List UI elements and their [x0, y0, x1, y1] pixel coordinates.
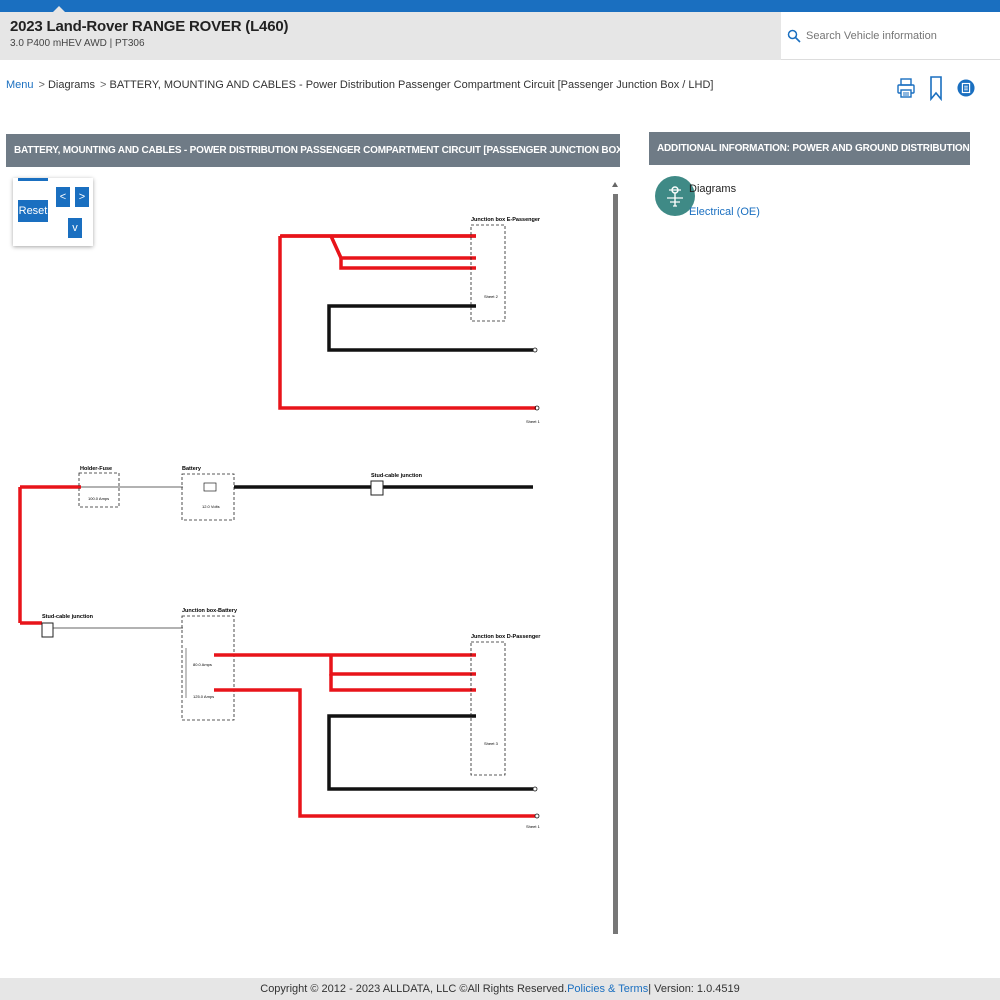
junction-box-battery: [181, 615, 235, 721]
stud-left-label: Stud-cable junction: [42, 614, 94, 620]
junction-box-d-label: Junction box D-Passenger: [471, 634, 541, 640]
connector-end: [534, 813, 540, 819]
battery-cell: [203, 482, 217, 492]
policies-terms-link[interactable]: Policies & Terms: [567, 983, 649, 995]
diagrams-info-item[interactable]: Diagrams Electrical (OE): [655, 176, 955, 218]
diagram-circle-icon: [655, 176, 695, 216]
stud-cable-junction-left[interactable]: [41, 622, 54, 638]
document-icon[interactable]: [957, 78, 975, 98]
diagram-viewport[interactable]: Junction box E-Passenger Sheet 2 Sheet 1…: [6, 178, 620, 934]
diagrams-title: Diagrams: [689, 183, 737, 195]
scroll-up-arrow[interactable]: [612, 182, 618, 187]
diagram-controls: Reset < > v: [13, 178, 93, 246]
vehicle-subtitle: 3.0 P400 mHEV AWD | PT306: [10, 38, 145, 49]
pan-left-button[interactable]: <: [56, 187, 70, 207]
stud-top-label: Stud-cable junction: [371, 473, 423, 479]
search-box[interactable]: [781, 12, 1000, 60]
battery-label: Battery: [182, 466, 202, 472]
top-accent-bar: [0, 0, 1000, 12]
vehicle-header: 2023 Land-Rover RANGE ROVER (L460) 3.0 P…: [0, 12, 781, 60]
breadcrumb-current: BATTERY, MOUNTING AND CABLES - Power Dis…: [109, 79, 714, 91]
scrollbar-thumb[interactable]: [613, 194, 618, 934]
junction-box-e-label: Junction box E-Passenger: [471, 217, 541, 223]
battery-box: [181, 473, 235, 521]
diagram-bottom-section: Stud-cable junction Junction box-Battery…: [20, 608, 541, 829]
fuse-b-rating: 125.0 Amps: [193, 694, 214, 699]
power-wire: [329, 235, 343, 259]
holder-fuse-label: Holder-Fuse: [80, 466, 112, 472]
zoom-up-button[interactable]: [18, 178, 48, 181]
battery-rating: 12.0 Volts: [202, 504, 220, 509]
vehicle-title: 2023 Land-Rover RANGE ROVER (L460): [10, 18, 289, 35]
bookmark-button[interactable]: [927, 72, 945, 104]
breadcrumb-menu[interactable]: Menu: [6, 79, 34, 91]
diagram-middle-section: Holder-Fuse 100.0 Amps Battery 12.0 Volt…: [18, 466, 533, 623]
footer-copyright: Copyright © 2012 - 2023 ALLDATA, LLC ©Al…: [260, 983, 568, 995]
document-button[interactable]: [957, 72, 975, 104]
power-wire: [329, 235, 476, 260]
power-wire: [278, 236, 536, 410]
wiring-diagram[interactable]: Junction box E-Passenger Sheet 2 Sheet 1…: [6, 178, 611, 934]
ground-wire: [327, 714, 533, 791]
connector-end: [532, 786, 538, 792]
fuse-main-rating: 100.0 Amps: [88, 496, 109, 501]
junction-box-e-passenger: [470, 224, 506, 322]
connector-end: [532, 347, 538, 353]
ground-wire: [327, 304, 533, 352]
breadcrumb-separator: >: [100, 79, 107, 91]
toolbar: [897, 72, 975, 104]
sheet-2-label: Sheet 2: [484, 294, 499, 299]
junction-box-battery-label: Junction box-Battery: [182, 608, 238, 614]
bookmark-icon[interactable]: [929, 75, 943, 101]
reset-button[interactable]: Reset: [18, 200, 48, 222]
stud-cable-junction-top[interactable]: [370, 480, 384, 496]
printer-icon[interactable]: [897, 77, 915, 99]
diagram-panel-header: BATTERY, MOUNTING AND CABLES - POWER DIS…: [6, 134, 620, 167]
power-wire: [214, 688, 535, 818]
power-wire: [329, 674, 476, 692]
search-input[interactable]: [806, 29, 986, 42]
additional-info-panel: ADDITIONAL INFORMATION: POWER AND GROUND…: [649, 132, 970, 218]
circuit-icon: [667, 186, 683, 207]
header-notch: [53, 6, 65, 12]
holder-fuse-box: [78, 472, 120, 508]
diagram-top-section: Junction box E-Passenger Sheet 2 Sheet 1: [278, 217, 541, 424]
footer: Copyright © 2012 - 2023 ALLDATA, LLC ©Al…: [0, 978, 1000, 1000]
search-icon[interactable]: [787, 29, 801, 43]
footer-version: | Version: 1.0.4519: [648, 983, 740, 995]
breadcrumb-separator: >: [38, 79, 45, 91]
electrical-oe-link[interactable]: Electrical (OE): [689, 206, 760, 218]
diagram-panel: BATTERY, MOUNTING AND CABLES - POWER DIS…: [6, 134, 620, 934]
breadcrumb: Menu>Diagrams>BATTERY, MOUNTING AND CABL…: [6, 79, 713, 91]
additional-info-header: ADDITIONAL INFORMATION: POWER AND GROUND…: [649, 132, 970, 165]
pan-right-button[interactable]: >: [75, 187, 89, 207]
sheet-3-label: Sheet 3: [484, 741, 499, 746]
fuse-a-rating: 80.0 Amps: [193, 662, 212, 667]
diagram-scrollbar[interactable]: [611, 178, 620, 934]
sheet-1-label: Sheet 1: [526, 824, 541, 829]
junction-box-d-passenger: [470, 641, 506, 776]
pan-down-button[interactable]: v: [68, 218, 82, 238]
sheet-1-label: Sheet 1: [526, 419, 541, 424]
print-button[interactable]: [897, 72, 915, 104]
connector-end: [534, 405, 540, 411]
breadcrumb-diagrams[interactable]: Diagrams: [47, 79, 96, 91]
power-wire: [329, 655, 476, 676]
power-wire: [339, 258, 476, 270]
